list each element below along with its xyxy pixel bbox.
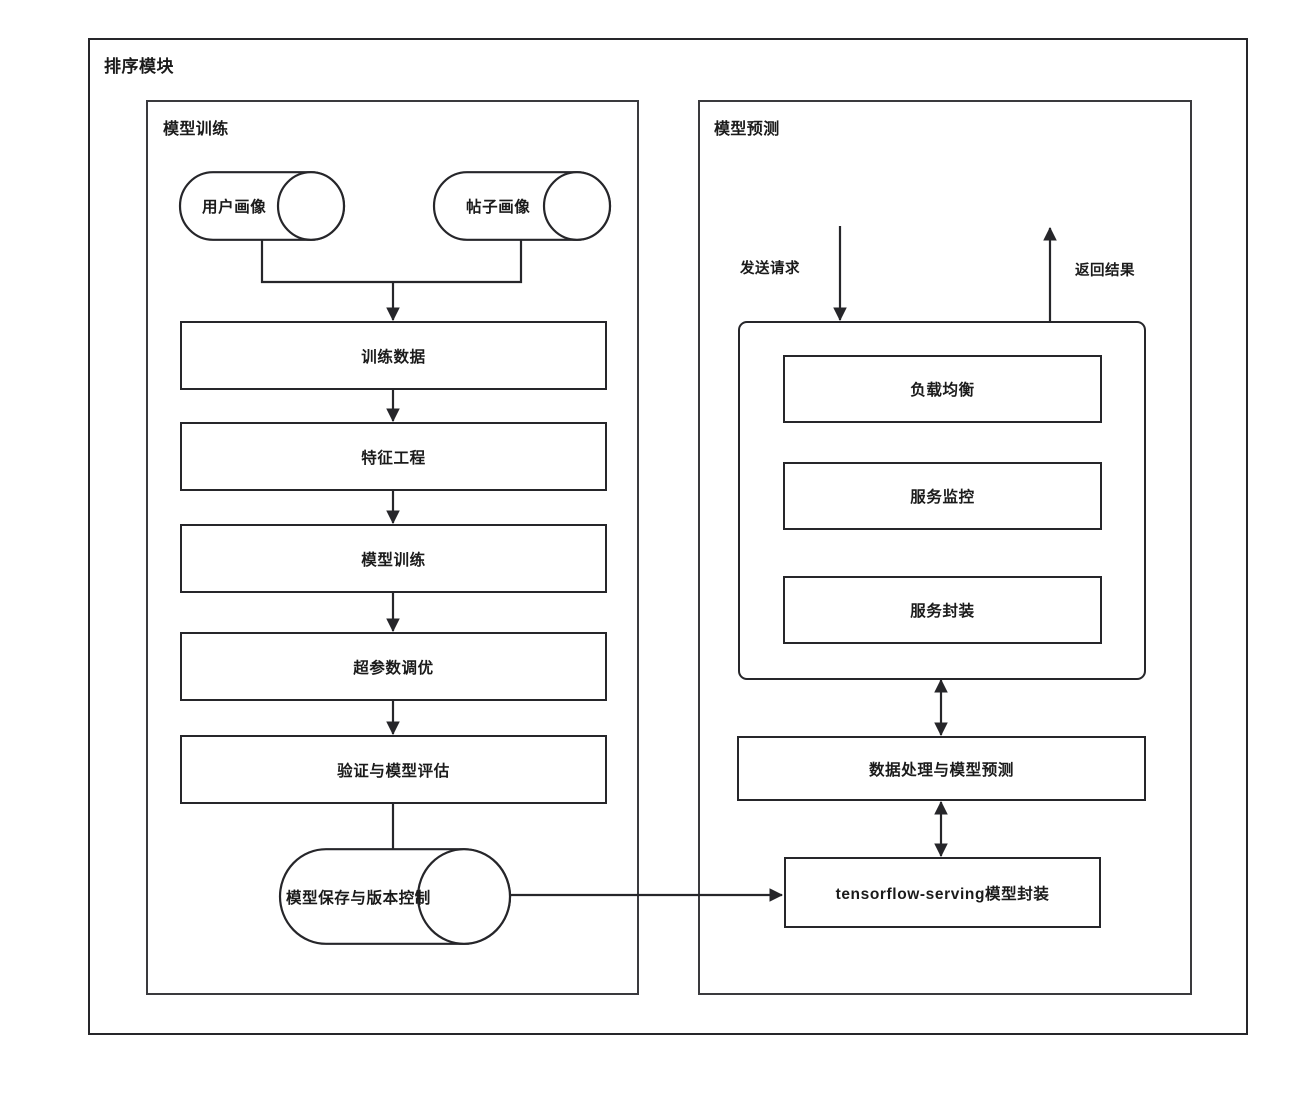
panel-title-model-prediction: 模型预测 [714,121,780,138]
service-block-service-packaging: 服务封装 [783,576,1102,644]
pipeline-data-processing-prediction: 数据处理与模型预测 [737,736,1146,801]
step-validation-evaluation-label: 验证与模型评估 [337,762,450,780]
edge-label-return-result: 返回结果 [1075,263,1135,279]
step-feature-engineering-label: 特征工程 [361,449,426,467]
service-block-monitoring-label: 服务监控 [910,489,975,506]
step-hyperparameter-tuning: 超参数调优 [180,632,607,701]
step-validation-evaluation: 验证与模型评估 [180,735,607,804]
step-model-training-label: 模型训练 [361,551,426,569]
step-model-training: 模型训练 [180,524,607,593]
pipeline-tensorflow-serving-label: tensorflow-serving模型封装 [835,885,1050,903]
cylinder-model-store-label: 模型保存与版本控制 [286,889,431,907]
service-block-load-balancer: 负载均衡 [783,355,1102,423]
cylinder-model-store: 模型保存与版本控制 [278,848,512,945]
cylinder-post-profile: 帖子画像 [432,171,612,241]
service-block-load-balancer-label: 负载均衡 [910,382,975,399]
service-block-service-packaging-label: 服务封装 [910,603,975,620]
step-training-data: 训练数据 [180,321,607,390]
cylinder-post-profile-label: 帖子画像 [466,199,531,216]
panel-title-model-training: 模型训练 [163,121,229,138]
cylinder-user-profile: 用户画像 [178,171,346,241]
step-feature-engineering: 特征工程 [180,422,607,491]
pipeline-data-processing-prediction-label: 数据处理与模型预测 [869,761,1014,779]
pipeline-tensorflow-serving: tensorflow-serving模型封装 [784,857,1101,928]
cylinder-user-profile-label: 用户画像 [202,199,267,216]
edge-label-send-request: 发送请求 [740,261,800,277]
step-hyperparameter-tuning-label: 超参数调优 [353,659,434,677]
service-block-monitoring: 服务监控 [783,462,1102,530]
step-training-data-label: 训练数据 [361,348,426,366]
diagram-title: 排序模块 [104,57,174,76]
